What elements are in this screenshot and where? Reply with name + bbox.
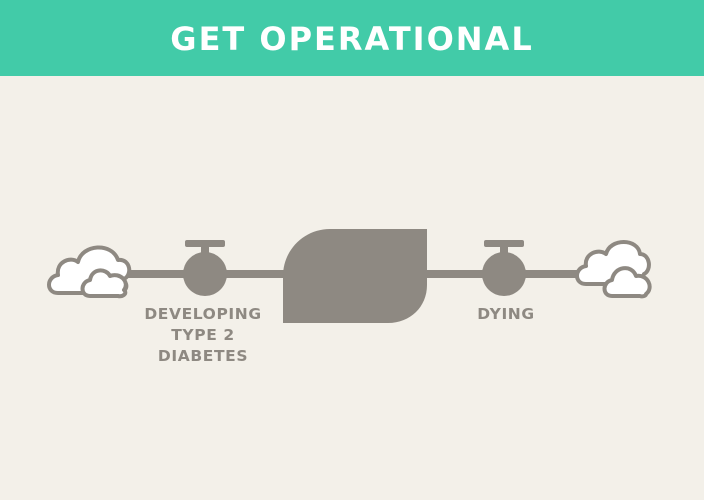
inflow-valve-icon [183, 240, 227, 296]
source-cloud-icon [47, 245, 132, 299]
page-title: GET OPERATIONAL [170, 20, 534, 58]
outflow-label: DYING [477, 305, 535, 323]
header-banner: GET OPERATIONAL [0, 0, 704, 76]
stock-icon [283, 229, 427, 323]
sink-cloud-icon [575, 240, 652, 299]
inflow-label: DEVELOPING TYPE 2 DIABETES [144, 305, 262, 365]
outflow-valve-icon [482, 240, 526, 296]
stock-flow-diagram [47, 229, 652, 323]
